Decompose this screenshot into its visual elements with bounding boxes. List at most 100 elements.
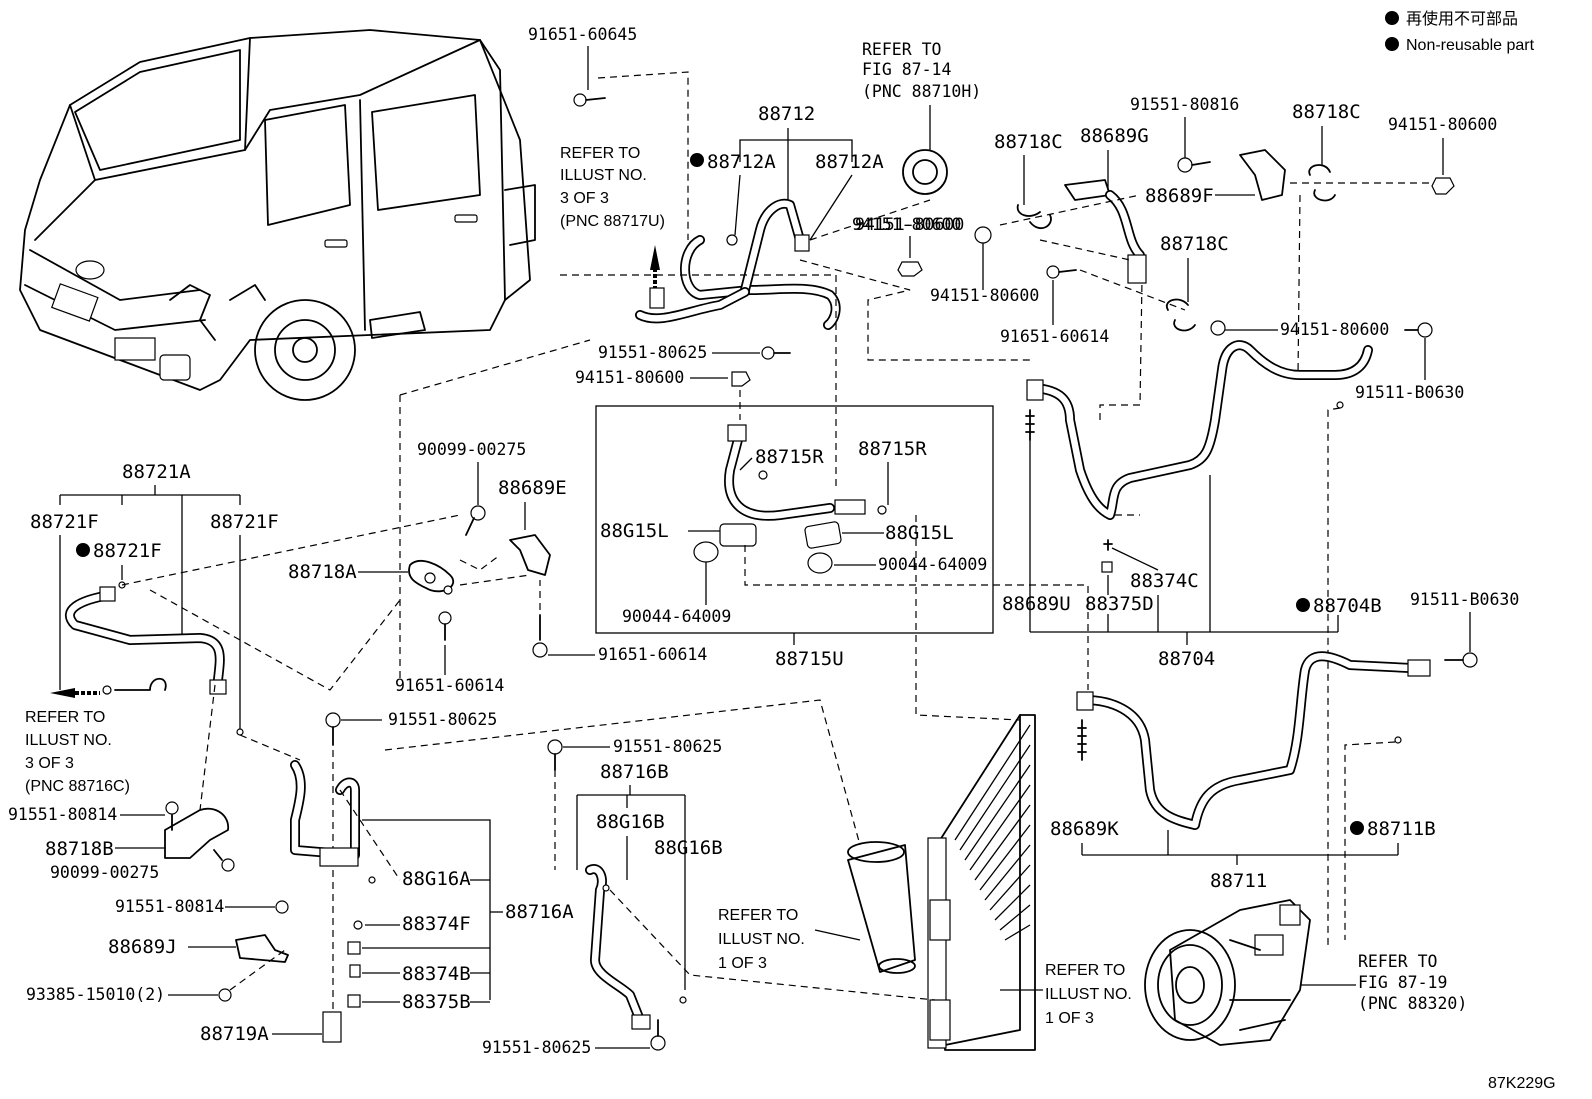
label-91651-60645: 91651-60645 — [528, 25, 637, 44]
label-94151-80600: 94151-80600 — [852, 215, 961, 234]
svg-text:(PNC 88717U): (PNC 88717U) — [560, 213, 665, 230]
label-94151-80600-b: 94151-80600 — [575, 368, 684, 387]
label-88712: 88712 — [758, 103, 815, 125]
label-88689F: 88689F — [1145, 185, 1214, 207]
label-94151-80600-c: 94151-80600 — [855, 215, 964, 234]
label-88715R-2: 88715R — [858, 438, 927, 460]
label-91511-B0630-2: 91511-B0630 — [1410, 590, 1519, 609]
label-88718C: 88718C — [994, 131, 1063, 153]
hose-88704: 91511-B0630 88374C 88689U 88375D 88704B … — [1002, 279, 1464, 945]
svg-text:REFER TO: REFER TO — [718, 907, 798, 924]
non-reusable-marker-icon — [76, 543, 90, 557]
label-88G16B: 88G16B — [596, 811, 665, 833]
svg-text:3 OF 3: 3 OF 3 — [25, 755, 74, 772]
label-88716A: 88716A — [505, 901, 574, 923]
label-91551-80625-c: 91551-80625 — [613, 737, 722, 756]
label-88721F-2: 88721F — [210, 511, 279, 533]
label-88712A: 88712A — [707, 151, 776, 173]
legend: 再使用不可部品 Non-reusable part — [1385, 10, 1535, 54]
svg-text:ILLUST NO.: ILLUST NO. — [25, 732, 112, 749]
truck-illustration — [19, 29, 536, 401]
label-94151-80600-e: 94151-80600 — [1388, 115, 1497, 134]
compressor: REFER TO FIG 87-19 (PNC 88320) — [1144, 899, 1467, 1046]
label-91551-80625: 91551-80625 — [598, 343, 707, 362]
non-reusable-marker-icon — [690, 153, 704, 167]
label-88721F-3: 88721F — [93, 540, 162, 562]
label-91551-80814: 91551-80814 — [8, 805, 117, 824]
parts-88718A-88689E: 90099-00275 88689E 88718A 91651-60614 91… — [288, 339, 707, 695]
non-reusable-marker-icon — [1385, 37, 1399, 51]
label-91651-60614-c: 91651-60614 — [598, 645, 707, 664]
label-88719A: 88719A — [200, 1023, 269, 1045]
label-88718C-2: 88718C — [1292, 101, 1361, 123]
legend-line-en: Non-reusable part — [1406, 37, 1535, 54]
svg-text:REFER TO: REFER TO — [862, 40, 941, 59]
assembly-88712: 88712 88712A 88712A — [635, 103, 931, 330]
label-90044-64009-2: 90044-64009 — [622, 607, 731, 626]
label-91551-80814-b: 91551-80814 — [115, 897, 224, 916]
assembly-88716A: 91551-80625 88G16A 91551-80814 88374F 88… — [26, 710, 574, 1045]
svg-text:ILLUST NO.: ILLUST NO. — [1045, 986, 1132, 1003]
assembly-88721A: 88721A 88721F 88721F 88721F REFER TO ILL… — [25, 461, 461, 795]
assembly-88718C-lower: 88718C 94151-80600 — [1160, 233, 1389, 339]
assembly-88689F: 91551-80816 88689F 88718C 94151-80600 — [1130, 95, 1497, 376]
svg-text:(PNC 88320): (PNC 88320) — [1358, 994, 1467, 1013]
svg-text:REFER TO: REFER TO — [560, 145, 640, 162]
label-88718B: 88718B — [45, 838, 114, 860]
label-88689U: 88689U — [1002, 593, 1071, 615]
ref-fig-87-14: REFER TO FIG 87-14 (PNC 88710H) — [862, 40, 981, 195]
label-88716B: 88716B — [600, 761, 669, 783]
label-90044-64009: 90044-64009 — [878, 555, 987, 574]
assembly-88715U-box: 88715R 88715R 88G15L 88G15L 90044-64009 … — [595, 405, 1089, 721]
assembly-88718C-88689G: 88718C 88689G 94151-80600 94151-80600 91… — [855, 125, 1186, 346]
svg-text:1 OF 3: 1 OF 3 — [718, 955, 767, 972]
label-88G15L: 88G15L — [600, 520, 669, 542]
label-94151-80600-d: 94151-80600 — [930, 286, 1039, 305]
label-88718A: 88718A — [288, 561, 357, 583]
svg-text:1 OF 3: 1 OF 3 — [1045, 1010, 1094, 1027]
label-88721F: 88721F — [30, 511, 99, 533]
label-91551-80625-b: 91551-80625 — [388, 710, 497, 729]
label-94151-80600-f: 94151-80600 — [1280, 320, 1389, 339]
label-88374F: 88374F — [402, 913, 471, 935]
svg-text:(PNC 88710H): (PNC 88710H) — [862, 82, 981, 101]
bolt-91651-60645: 91651-60645 — [528, 25, 689, 240]
label-90099-00275: 90099-00275 — [417, 440, 526, 459]
label-88G16B-2: 88G16B — [654, 837, 723, 859]
label-88721A: 88721A — [122, 461, 191, 483]
fasteners-center: 91551-80625 94151-80600 — [560, 274, 837, 490]
condenser: REFER TO ILLUST NO. 1 OF 3 — [927, 714, 1132, 1051]
svg-text:ILLUST NO.: ILLUST NO. — [718, 931, 805, 948]
figure-code: 87K229G — [1488, 1075, 1556, 1092]
label-88711: 88711 — [1210, 870, 1267, 892]
legend-line-jp: 再使用不可部品 — [1406, 10, 1518, 28]
assembly-88716B: 91551-80625 88716B 88G16B 88G16B 91551-8… — [482, 737, 936, 1057]
ref-illust-88717u: REFER TO ILLUST NO. 3 OF 3 (PNC 88717U) — [560, 145, 665, 290]
label-91651-60614: 91651-60614 — [1000, 327, 1109, 346]
non-reusable-marker-icon — [1296, 598, 1310, 612]
label-88G16A: 88G16A — [402, 868, 471, 890]
label-88689E: 88689E — [498, 477, 567, 499]
non-reusable-marker-icon — [1385, 11, 1399, 25]
label-88704B: 88704B — [1313, 595, 1382, 617]
label-88711B: 88711B — [1367, 818, 1436, 840]
svg-text:REFER TO: REFER TO — [1045, 962, 1125, 979]
label-90099-00275-b: 90099-00275 — [50, 863, 159, 882]
label-88715U: 88715U — [775, 648, 844, 670]
svg-text:(PNC 88716C): (PNC 88716C) — [25, 778, 130, 795]
label-88689J: 88689J — [108, 936, 177, 958]
label-88712A-2: 88712A — [815, 151, 884, 173]
svg-text:REFER TO: REFER TO — [1358, 952, 1437, 971]
label-88G15L-2: 88G15L — [885, 522, 954, 544]
svg-text:3 OF 3: 3 OF 3 — [560, 190, 609, 207]
non-reusable-marker-icon — [1350, 821, 1364, 835]
nut-94151-80600-a: 94151-80600 — [799, 215, 1030, 361]
label-88718C-3: 88718C — [1160, 233, 1229, 255]
label-88715R: 88715R — [755, 446, 824, 468]
label-91551-80816: 91551-80816 — [1130, 95, 1239, 114]
label-88374C: 88374C — [1130, 570, 1199, 592]
bracket-88718B: 91551-80814 88718B 90099-00275 — [8, 684, 235, 882]
svg-text:FIG 87-19: FIG 87-19 — [1358, 973, 1447, 992]
label-88689K: 88689K — [1050, 818, 1119, 840]
